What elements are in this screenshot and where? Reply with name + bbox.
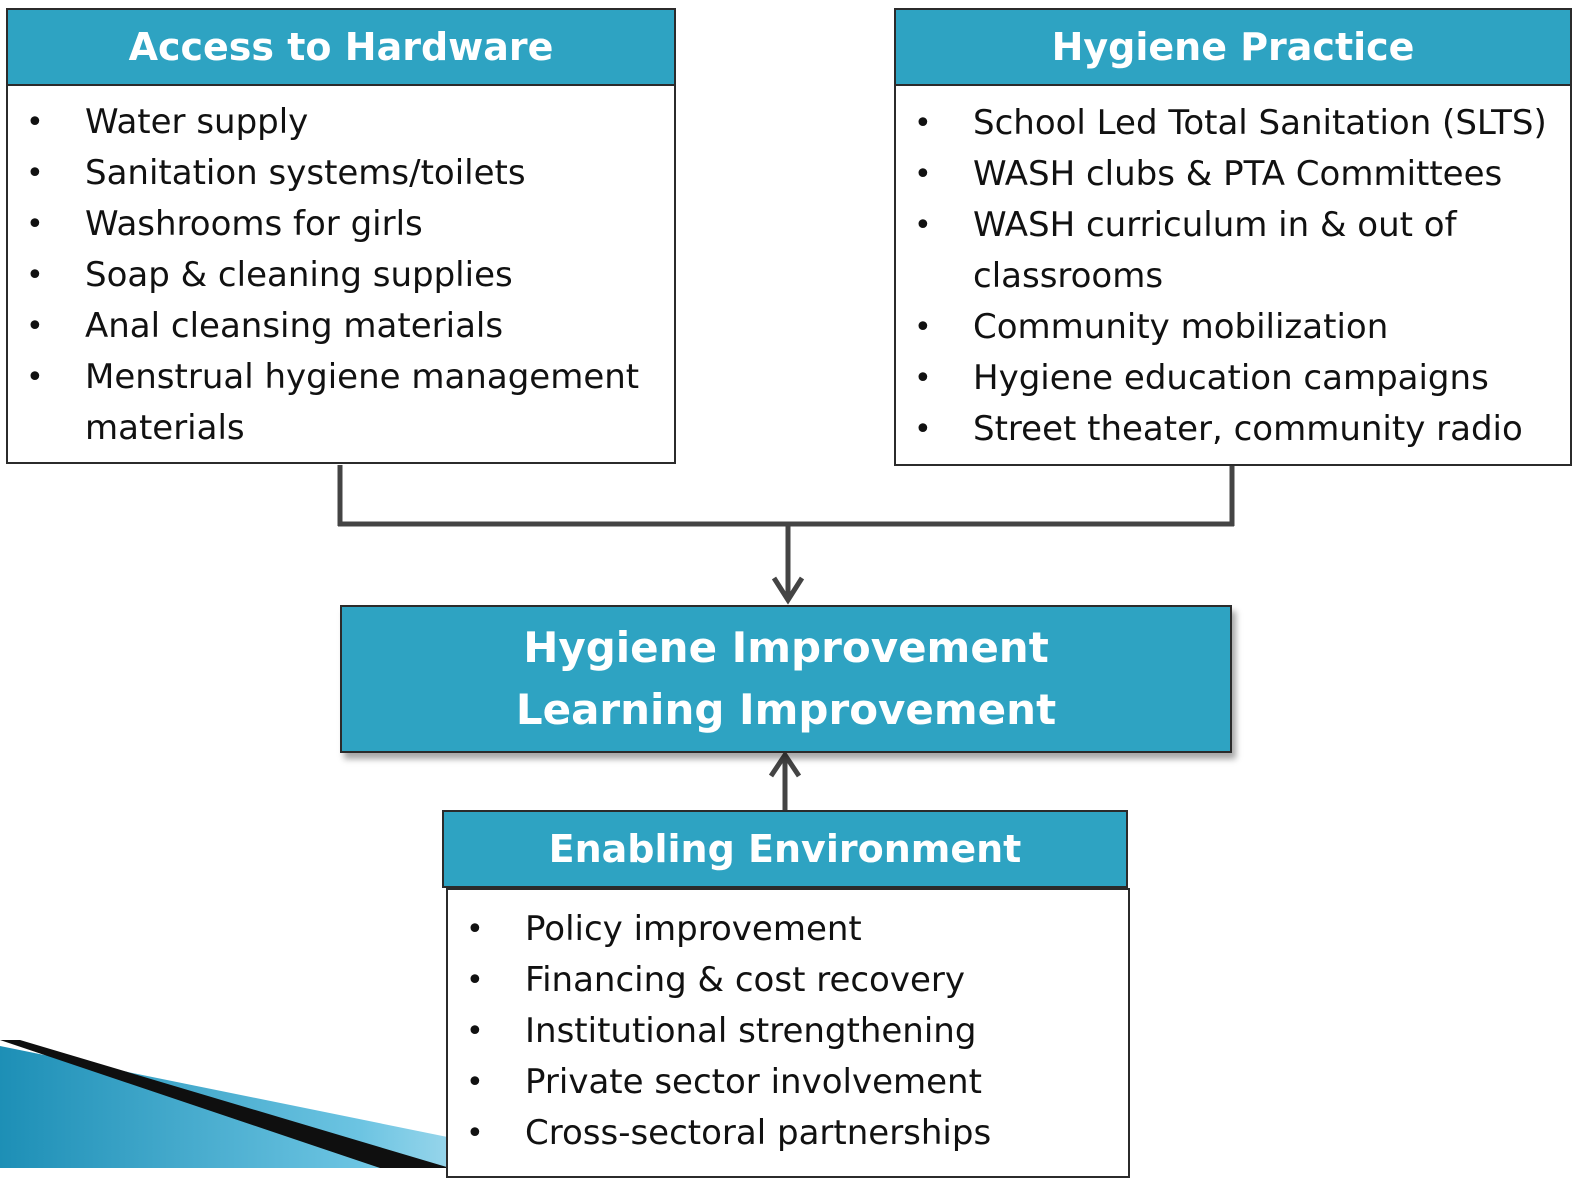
list-item: •Institutional strengthening [466, 1011, 977, 1051]
enabling-environment-box: •Policy improvement •Financing & cost re… [446, 888, 1130, 1178]
hygiene-practice-list: •School Led Total Sanitation (SLTS) •WAS… [896, 98, 1564, 455]
list-item: •Menstrual hygiene management materials [26, 357, 640, 448]
access-hardware-header: Access to Hardware [6, 8, 676, 86]
list-item: •Policy improvement [466, 909, 862, 949]
hygiene-practice-box: •School Led Total Sanitation (SLTS) •WAS… [894, 84, 1572, 466]
list-item: •Financing & cost recovery [466, 960, 965, 1000]
hygiene-practice-header: Hygiene Practice [894, 8, 1572, 86]
list-item: •Community mobilization [914, 307, 1389, 347]
list-item: •WASH curriculum in & out of classrooms [914, 205, 1457, 296]
outcome-line-learning: Learning Improvement [515, 685, 1057, 734]
hygiene-practice-title: Hygiene Practice [1051, 25, 1415, 69]
enabling-environment-header: Enabling Environment [442, 810, 1128, 888]
list-item: •Cross-sectoral partnerships [466, 1113, 992, 1153]
access-hardware-list: •Water supply •Sanitation systems/toilet… [8, 97, 664, 454]
enabling-environment-title: Enabling Environment [548, 827, 1022, 871]
list-item: •Street theater, community radio [914, 409, 1523, 449]
enabling-environment-list: •Policy improvement •Financing & cost re… [448, 904, 1128, 1159]
access-hardware-title: Access to Hardware [128, 25, 554, 69]
outcome-line-hygiene: Hygiene Improvement [523, 623, 1049, 672]
list-item: •Washrooms for girls [26, 204, 423, 244]
list-item: •Soap & cleaning supplies [26, 255, 513, 295]
list-item: •Hygiene education campaigns [914, 358, 1489, 398]
list-item: •Private sector involvement [466, 1062, 982, 1102]
access-hardware-box: •Water supply •Sanitation systems/toilet… [6, 84, 676, 464]
outcome-box: Hygiene Improvement Learning Improvement [340, 605, 1232, 753]
list-item: •Anal cleansing materials [26, 306, 504, 346]
list-item: •School Led Total Sanitation (SLTS) [914, 103, 1547, 143]
list-item: •Water supply [26, 102, 309, 142]
list-item: •WASH clubs & PTA Committees [914, 154, 1503, 194]
list-item: •Sanitation systems/toilets [26, 153, 526, 193]
